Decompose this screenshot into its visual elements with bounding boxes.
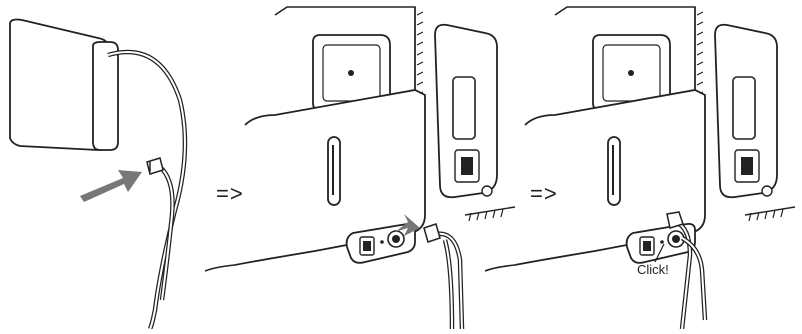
device-before-illustration (205, 7, 515, 329)
bp-cuff-illustration (10, 20, 185, 330)
step-arrow-2: => (530, 181, 558, 207)
device-after-illustration (485, 7, 795, 329)
cuff-edge (93, 42, 118, 150)
click-callout: Click! (637, 262, 669, 277)
step-arrow-1: => (216, 181, 244, 207)
insert-arrow-icon (80, 170, 142, 202)
hose-connector (424, 224, 440, 242)
